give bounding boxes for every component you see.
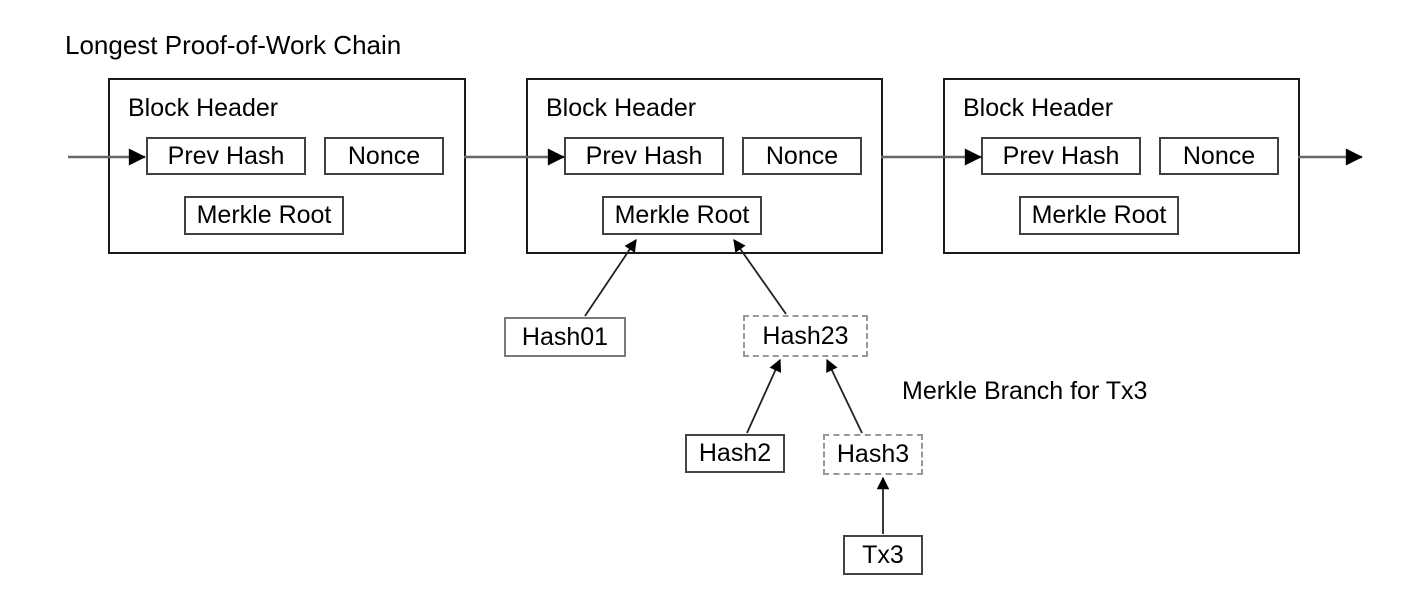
hash01-box: Hash01 [504, 317, 626, 357]
block-1-header-label: Block Header [128, 94, 279, 122]
block-3-nonce-box: Nonce [1159, 137, 1279, 175]
hash23-box: Hash23 [743, 315, 868, 357]
block-2-merkle-root-box: Merkle Root [602, 196, 762, 235]
hash2-box: Hash2 [685, 434, 785, 473]
arrow-hash2-to-hash23-icon [746, 358, 782, 434]
tx3-box: Tx3 [843, 535, 923, 575]
block-3-prev-hash-box: Prev Hash [981, 137, 1141, 175]
block-3-header-label: Block Header [963, 94, 1114, 122]
block-1-merkle-root-box: Merkle Root [184, 196, 344, 235]
block-3-merkle-root-box: Merkle Root [1019, 196, 1179, 235]
arrow-hash3-to-hash23-icon [826, 358, 863, 434]
block-2-header-label: Block Header [546, 94, 697, 122]
block-2-nonce-box: Nonce [742, 137, 862, 175]
hash3-box: Hash3 [823, 434, 923, 475]
block-1-prev-hash-box: Prev Hash [146, 137, 306, 175]
block-1-nonce-box: Nonce [324, 137, 444, 175]
block-3: Block Header Prev Hash Nonce Merkle Root [943, 78, 1300, 254]
block-2: Block Header Prev Hash Nonce Merkle Root [526, 78, 883, 254]
block-2-prev-hash-box: Prev Hash [564, 137, 724, 175]
diagram-title: Longest Proof-of-Work Chain [65, 30, 402, 60]
block-1: Block Header Prev Hash Nonce Merkle Root [108, 78, 466, 254]
merkle-branch-annotation: Merkle Branch for Tx3 [902, 377, 1148, 405]
